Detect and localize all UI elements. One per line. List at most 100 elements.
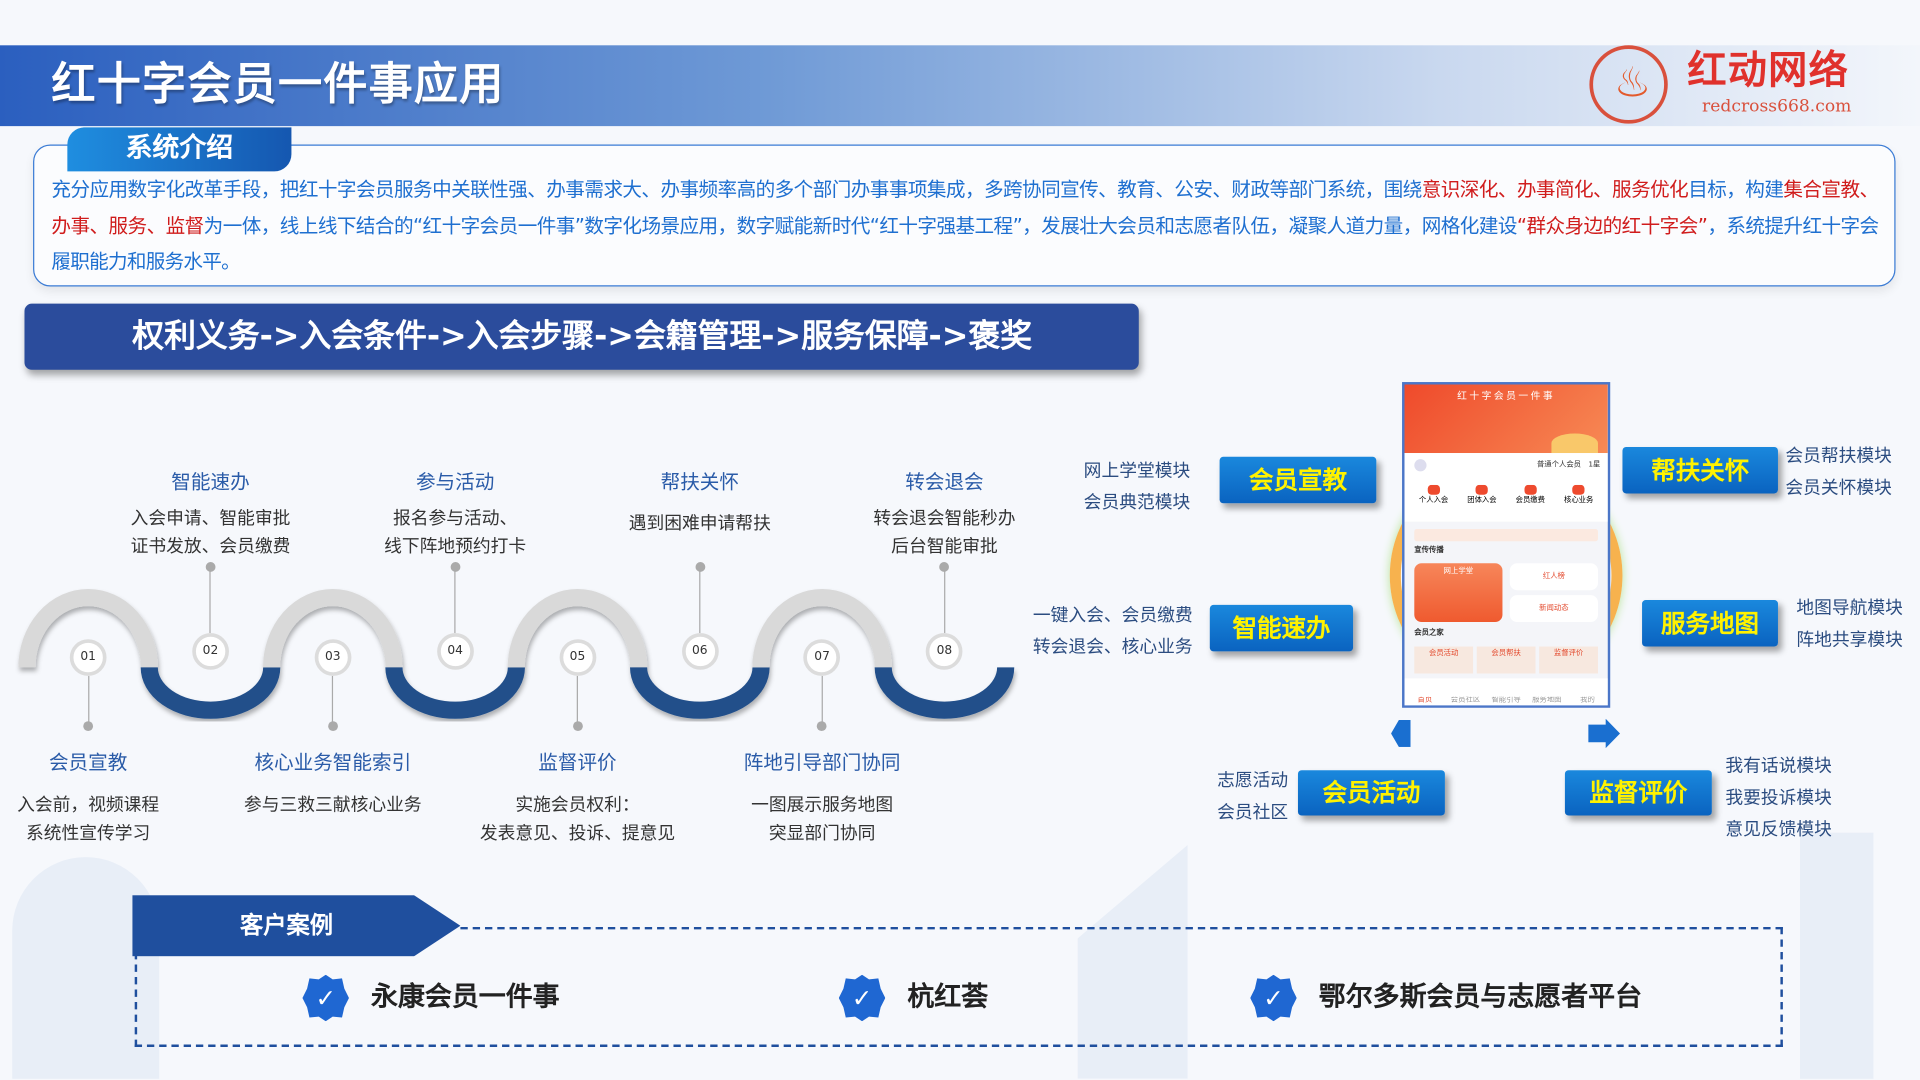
arrow-left-icon bbox=[1391, 720, 1411, 747]
step-title: 参与活动 bbox=[415, 470, 495, 494]
connector-dot bbox=[817, 721, 828, 732]
module-items: 地图导航模块阵地共享模块 bbox=[1796, 598, 1903, 651]
page-title: 红十字会员一件事应用 bbox=[51, 60, 505, 111]
home-cards: 会员活动 会员帮扶 监督评价 bbox=[1414, 646, 1598, 674]
intro-text: 充分应用数字化改革手段，把红十字会员服务中关联性强、办事需求大、办事频率高的多个… bbox=[51, 171, 1879, 279]
check-badge-icon: ✓ bbox=[1250, 974, 1297, 1022]
timeline-arc-lower bbox=[140, 666, 281, 719]
user-row: 普通个人会员 1星 bbox=[1414, 459, 1601, 472]
timeline-arc-upper bbox=[507, 588, 648, 668]
intro-box bbox=[33, 144, 1896, 287]
home-card[interactable]: 会员活动 bbox=[1414, 646, 1474, 674]
module-button: 会员活动 bbox=[1297, 770, 1445, 816]
module-button: 会员宣教 bbox=[1219, 456, 1377, 504]
intro-highlight: 集合宣教、办事、服务、监督 bbox=[51, 177, 1879, 237]
section-title: 宣传传播 bbox=[1414, 546, 1444, 555]
step-desc: 线下阵地预约打卡 bbox=[384, 537, 527, 558]
quick-action[interactable]: 会员缴费 bbox=[1506, 484, 1554, 505]
app-title: 红十字会员一件事 bbox=[1457, 390, 1556, 402]
avatar bbox=[1414, 459, 1427, 472]
module-button: 监督评价 bbox=[1564, 770, 1712, 816]
intro-segment: 为一体，线上线下结合的“红十字会员一件事”数字化场景应用，数字赋能新时代“红十字… bbox=[203, 213, 1518, 237]
step-desc: 入会前，视频课程 bbox=[17, 795, 160, 816]
step-desc: 遇到困难申请帮扶 bbox=[628, 514, 771, 534]
timeline-arc-lower bbox=[874, 666, 1015, 719]
step-number: 04 bbox=[436, 633, 474, 670]
cases-box bbox=[134, 926, 1783, 1047]
connector-line bbox=[821, 675, 823, 727]
case-item: ✓鄂尔多斯会员与志愿者平台 bbox=[1250, 974, 1642, 1022]
step-number: 06 bbox=[681, 633, 719, 670]
step-desc: 突显部门协同 bbox=[768, 824, 876, 844]
timeline-arc-upper bbox=[263, 588, 403, 668]
quick-action[interactable]: 团体入会 bbox=[1458, 484, 1506, 505]
bottom-nav: 首页 会员社区 智能引导 服务地图 我的 bbox=[1404, 678, 1608, 706]
step-number: 01 bbox=[69, 639, 107, 676]
cases-divider bbox=[460, 926, 1783, 930]
home-card[interactable]: 监督评价 bbox=[1539, 646, 1598, 674]
section-title: 会员之家 bbox=[1414, 628, 1444, 637]
step-desc: 后台智能审批 bbox=[891, 537, 998, 558]
background-building bbox=[1800, 832, 1874, 1079]
connector-line bbox=[576, 675, 579, 727]
nav-mine[interactable]: 我的 bbox=[1580, 697, 1595, 705]
connector-dot bbox=[694, 562, 705, 572]
nav-community[interactable]: 会员社区 bbox=[1450, 697, 1481, 705]
app-phone-mockup: 红十字会员一件事 普通个人会员 1星 个人入会 团体入会 会员缴费 核心业务 宣… bbox=[1402, 382, 1611, 708]
step-title: 核心业务智能索引 bbox=[254, 750, 412, 774]
quick-action[interactable]: 核心业务 bbox=[1555, 484, 1603, 505]
module-items: 一键入会、会员缴费转会退会、核心业务 bbox=[1032, 606, 1193, 658]
nav-guide[interactable]: 智能引导 bbox=[1491, 697, 1521, 705]
card-news[interactable]: 新闻动态 bbox=[1509, 595, 1598, 623]
quick-action[interactable]: 个人入会 bbox=[1409, 484, 1457, 505]
member-stars: 1星 bbox=[1588, 460, 1601, 469]
connector-line bbox=[209, 566, 212, 634]
connector-dot bbox=[939, 562, 950, 572]
timeline-arc-lower bbox=[385, 666, 525, 719]
quick-actions: 个人入会 团体入会 会员缴费 核心业务 bbox=[1409, 484, 1603, 505]
step-title: 帮扶关怀 bbox=[660, 470, 739, 494]
illustration-person bbox=[1551, 433, 1598, 454]
step-desc: 报名参与活动、 bbox=[392, 509, 518, 529]
card-online-school[interactable]: 网上学堂 bbox=[1414, 563, 1503, 623]
case-item: ✓永康会员一件事 bbox=[302, 974, 560, 1022]
step-title: 监督评价 bbox=[538, 750, 617, 774]
timeline-arc-upper bbox=[18, 588, 158, 668]
step-number: 03 bbox=[314, 639, 352, 676]
connector-dot bbox=[450, 562, 461, 572]
intro-highlight: “群众身边的红十字会” bbox=[1516, 213, 1708, 237]
nav-home[interactable]: 首页 bbox=[1417, 697, 1433, 705]
step-number: 07 bbox=[803, 639, 841, 676]
step-number: 02 bbox=[192, 633, 229, 670]
logo-url: redcross668.com bbox=[1702, 96, 1852, 117]
step-desc: 证书发放、会员缴费 bbox=[130, 537, 291, 558]
check-badge-icon: ✓ bbox=[838, 974, 886, 1022]
process-flow-bar: 权利义务->入会条件->入会步骤->会籍管理->服务保障->褒奖 bbox=[24, 303, 1139, 370]
timeline-snake bbox=[18, 588, 1015, 719]
connector-line bbox=[943, 566, 946, 634]
step-title: 智能速办 bbox=[171, 470, 250, 494]
intro-highlight: 意识深化、办事简化、服务优化 bbox=[1421, 177, 1689, 201]
step-number: 05 bbox=[559, 639, 596, 676]
step-title: 阵地引导部门协同 bbox=[743, 750, 901, 774]
logo-icon bbox=[1589, 45, 1668, 124]
step-title: 会员宣教 bbox=[48, 750, 128, 774]
nav-map[interactable]: 服务地图 bbox=[1532, 697, 1562, 705]
step-desc: 发表意见、投诉、提意见 bbox=[479, 824, 676, 844]
flame-icon: ♨ bbox=[1613, 58, 1652, 108]
connector-line bbox=[454, 566, 456, 634]
card-red-list[interactable]: 红人榜 bbox=[1509, 563, 1598, 591]
step-desc: 入会申请、智能审批 bbox=[130, 509, 291, 529]
connector-line bbox=[699, 566, 701, 634]
step-desc: 一图展示服务地图 bbox=[751, 795, 894, 816]
intro-segment: 充分应用数字化改革手段，把红十字会员服务中关联性强、办事需求大、办事频率高的多个… bbox=[51, 177, 1422, 201]
module-button: 智能速办 bbox=[1209, 604, 1354, 652]
cases-tab: 客户案例 bbox=[132, 895, 461, 957]
module-button: 帮扶关怀 bbox=[1622, 446, 1778, 494]
home-card[interactable]: 会员帮扶 bbox=[1476, 646, 1536, 674]
step-number: 08 bbox=[926, 633, 963, 670]
intro-tab: 系统介绍 bbox=[67, 127, 292, 172]
notice-bar[interactable] bbox=[1414, 528, 1598, 542]
arrow-right-icon bbox=[1588, 718, 1621, 749]
check-badge-icon: ✓ bbox=[302, 974, 349, 1022]
